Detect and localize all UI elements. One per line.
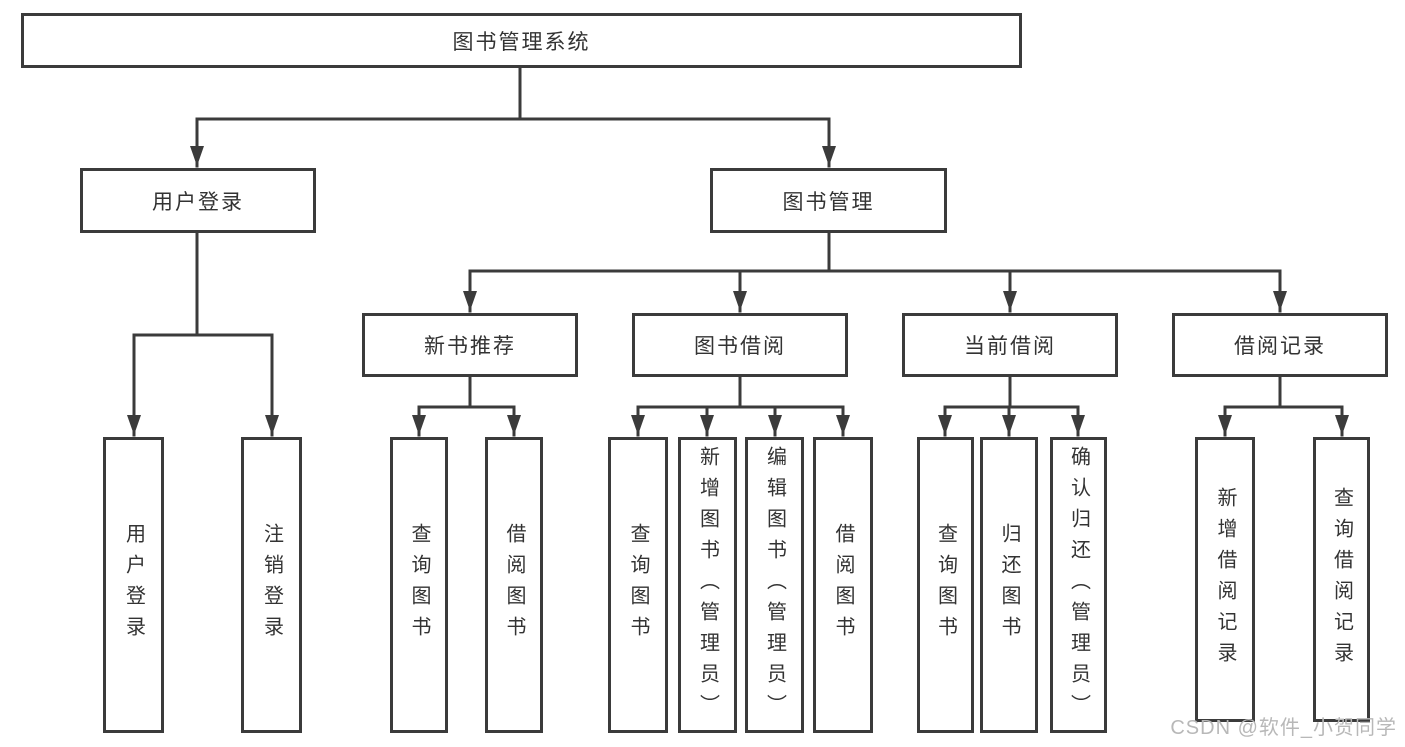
node-book-borrow-label: 图书借阅 <box>694 335 786 358</box>
leaf-confirm-return-admin: 确认归还（管理员） <box>1050 437 1107 733</box>
node-borrow-records: 借阅记录 <box>1172 313 1388 377</box>
leaf-borrow-books: 借阅图书 <box>813 437 873 733</box>
leaf-logout: 注销登录 <box>241 437 302 733</box>
connector-user-login-children <box>127 231 279 437</box>
leaf-edit-book-admin-label: 编辑图书（管理员） <box>763 445 786 725</box>
leaf-query-borrow-record: 查询借阅记录 <box>1313 437 1370 722</box>
node-user-login: 用户登录 <box>80 168 316 233</box>
leaf-query-borrow-record-label: 查询借阅记录 <box>1330 486 1353 673</box>
node-borrow-records-label: 借阅记录 <box>1234 335 1326 358</box>
leaf-query-books-recommend-label: 查询图书 <box>408 523 430 647</box>
leaf-add-book-admin-label: 新增图书（管理员） <box>696 445 719 725</box>
node-current-borrow: 当前借阅 <box>902 313 1118 377</box>
connector-book-management-children <box>463 231 1287 313</box>
leaf-confirm-return-admin-label: 确认归还（管理员） <box>1067 445 1090 725</box>
node-new-book-recommend: 新书推荐 <box>362 313 578 377</box>
connector-current-borrow-children <box>938 375 1085 437</box>
csdn-watermark: CSDN @软件_小贺同学 <box>1170 717 1397 739</box>
leaf-borrow-books-recommend: 借阅图书 <box>485 437 543 733</box>
connector-book-borrow-children <box>631 375 850 437</box>
leaf-borrow-books-recommend-label: 借阅图书 <box>503 523 525 647</box>
leaf-edit-book-admin: 编辑图书（管理员） <box>745 437 804 733</box>
leaf-return-book: 归还图书 <box>980 437 1038 733</box>
leaf-logout-label: 注销登录 <box>260 523 283 647</box>
node-user-login-label: 用户登录 <box>152 190 244 214</box>
connector-borrow-records-children <box>1218 375 1349 437</box>
leaf-query-books-recommend: 查询图书 <box>390 437 448 733</box>
leaf-query-books-current: 查询图书 <box>917 437 974 733</box>
node-book-management: 图书管理 <box>710 168 947 233</box>
leaf-return-book-label: 归还图书 <box>998 523 1020 647</box>
node-new-book-recommend-label: 新书推荐 <box>424 335 516 358</box>
connector-root-to-level2 <box>190 66 836 168</box>
leaf-user-login-label: 用户登录 <box>122 523 145 647</box>
connector-new-book-recommend-children <box>412 375 521 437</box>
node-root-label: 图书管理系统 <box>452 30 591 54</box>
node-root: 图书管理系统 <box>21 13 1022 68</box>
leaf-user-login: 用户登录 <box>103 437 164 733</box>
leaf-add-borrow-record: 新增借阅记录 <box>1195 437 1255 722</box>
leaf-query-books-borrow: 查询图书 <box>608 437 668 733</box>
node-current-borrow-label: 当前借阅 <box>964 335 1056 358</box>
leaf-borrow-books-label: 借阅图书 <box>832 523 854 647</box>
node-book-borrow: 图书借阅 <box>632 313 848 377</box>
leaf-add-book-admin: 新增图书（管理员） <box>678 437 737 733</box>
node-book-management-label: 图书管理 <box>782 190 875 214</box>
leaf-query-books-borrow-label: 查询图书 <box>627 523 649 647</box>
leaf-add-borrow-record-label: 新增借阅记录 <box>1214 486 1236 673</box>
leaf-query-books-current-label: 查询图书 <box>934 523 957 647</box>
